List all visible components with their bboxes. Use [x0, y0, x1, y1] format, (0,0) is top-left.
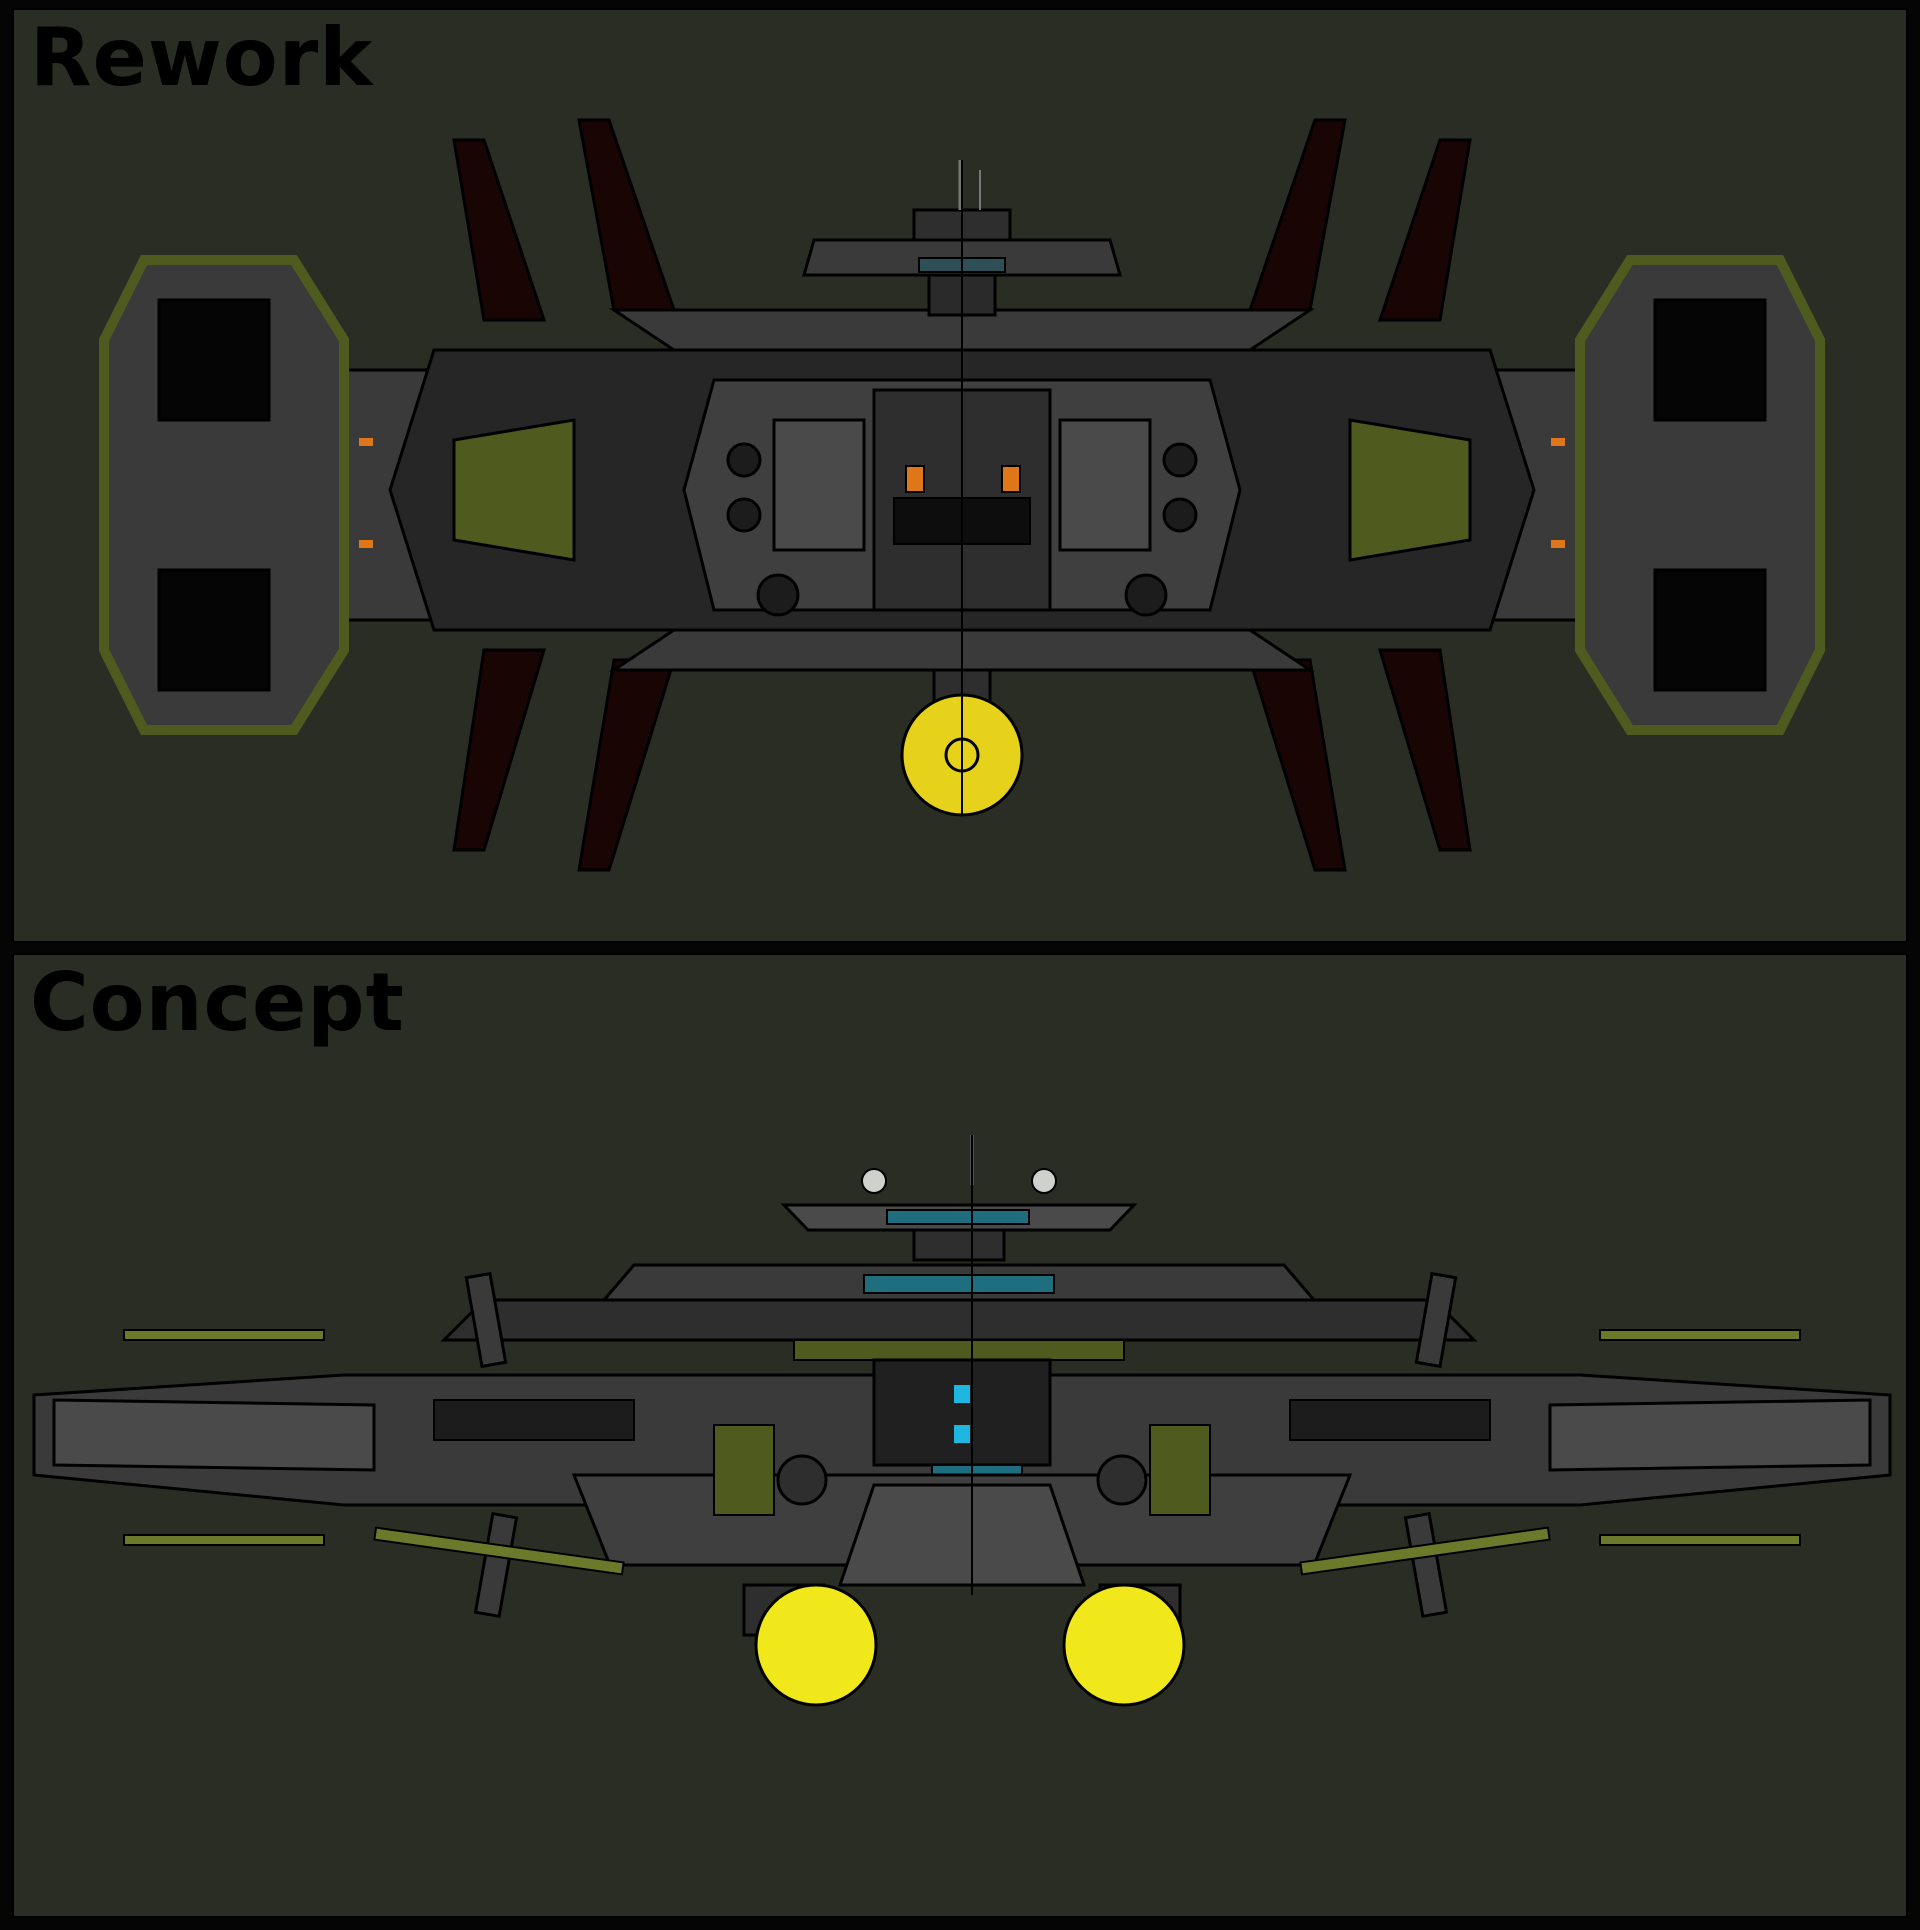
rework-ship-drawing: [99, 118, 1825, 872]
concept-ship-drawing: [32, 1135, 1892, 1707]
rework-title: Rework: [30, 11, 374, 104]
concept-hull: [32, 1358, 1892, 1587]
concept-weapon-arms: [123, 1271, 1801, 1619]
rework-side-pods: [99, 255, 1825, 735]
concept-panel: Concept: [12, 953, 1908, 1918]
concept-title: Concept: [30, 956, 405, 1049]
concept-engines: [742, 1583, 1186, 1707]
concept-upper-decks: [440, 1263, 1478, 1361]
rework-panel: Rework: [12, 8, 1908, 943]
concept-bridge: [780, 1135, 1138, 1262]
